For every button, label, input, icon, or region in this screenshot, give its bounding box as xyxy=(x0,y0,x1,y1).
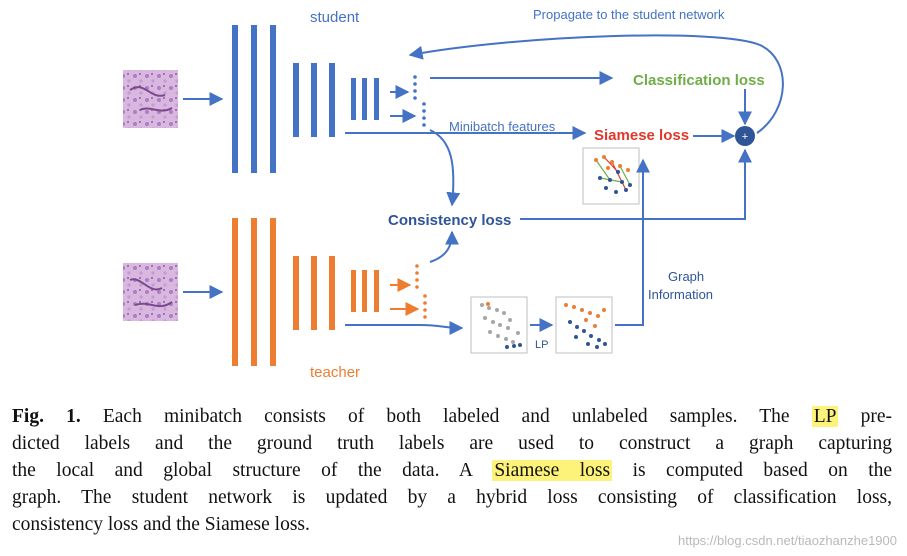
highlight-siamese-loss: Siamese loss xyxy=(492,460,613,481)
student-network-bars xyxy=(232,25,379,173)
propagate-label: Propagate to the student network xyxy=(533,7,725,22)
graph-information-arrow xyxy=(615,158,650,326)
watermark: https://blog.csdn.net/tiaozhanzhe1900 xyxy=(678,533,897,548)
teacher-feature-dots xyxy=(415,264,427,319)
figure-label: Fig. 1. xyxy=(12,406,81,427)
teacher-to-consistency-arrow xyxy=(429,230,459,263)
teacher-to-graph-arrow xyxy=(345,320,464,335)
figure-caption: Fig. 1. Each minibatch consists of both … xyxy=(12,403,892,538)
consistency-loss-label: Consistency loss xyxy=(388,212,511,229)
plus-symbol: + xyxy=(742,131,748,143)
student-output-arrows xyxy=(390,85,417,123)
student-label: student xyxy=(310,9,360,26)
graph-after-lp-thumbnail xyxy=(555,296,613,354)
graph-before-lp-thumbnail xyxy=(470,296,528,354)
highlight-lp: LP xyxy=(811,406,839,427)
graph-information-label-line1: Graph xyxy=(668,269,704,284)
consistency-to-sum-arrow xyxy=(520,148,752,220)
caption-line-4: graph. The student network is updated by… xyxy=(12,487,892,508)
caption-line-3: the local and global structure of the da… xyxy=(12,460,893,481)
classification-loss-label: Classification loss xyxy=(633,72,765,89)
student-input-image xyxy=(123,70,178,128)
caption-line-2: dicted labels and the ground truth label… xyxy=(12,433,892,454)
graph-information-label-line2: Information xyxy=(648,287,713,302)
siamese-graph-thumbnail xyxy=(582,147,640,205)
teacher-output-arrows xyxy=(390,278,420,316)
student-to-consistency-arrow xyxy=(429,129,461,207)
caption-line-1: Fig. 1. Each minibatch consists of both … xyxy=(12,406,893,427)
lp-label: LP xyxy=(535,339,548,351)
caption-line-5: consistency loss and the Siamese loss. xyxy=(12,514,310,535)
teacher-input-image xyxy=(123,263,178,321)
propagate-arrow xyxy=(408,34,784,134)
siamese-loss-label: Siamese loss xyxy=(594,127,689,144)
sum-node: + xyxy=(735,126,755,146)
minibatch-features-label: Minibatch features xyxy=(449,119,556,134)
teacher-label: teacher xyxy=(310,364,360,381)
teacher-network-bars xyxy=(232,218,379,366)
student-feature-dots xyxy=(413,75,426,127)
architecture-diagram: student Propagate to the student network xyxy=(123,7,784,381)
